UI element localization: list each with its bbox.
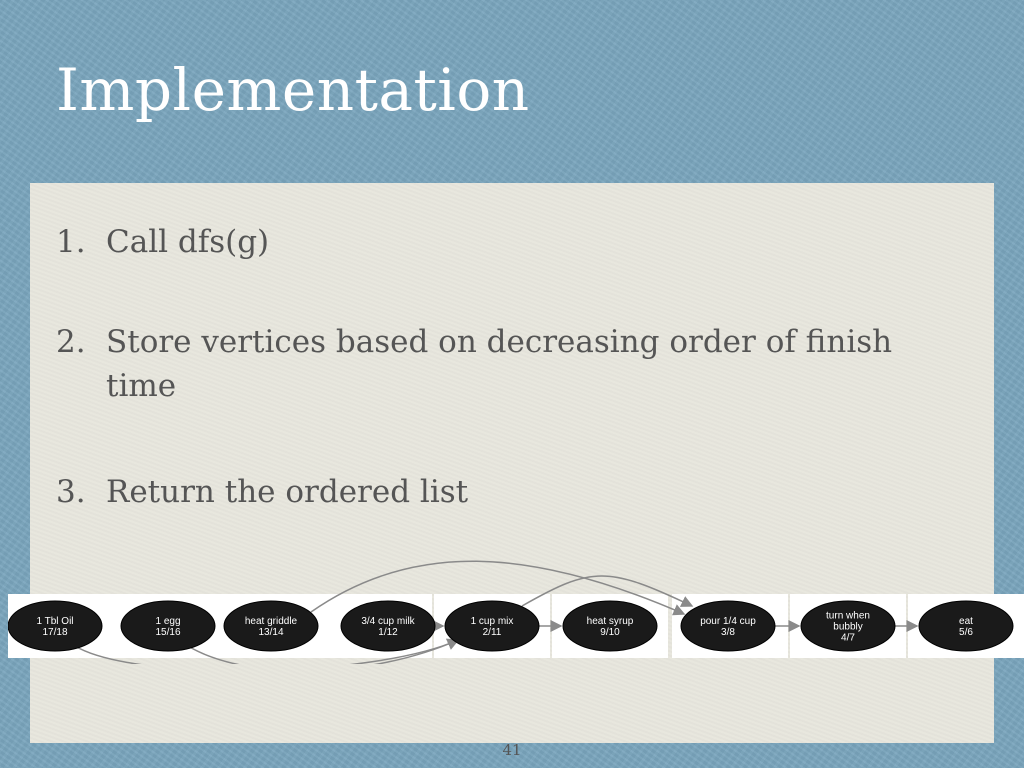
node-label: pour 1/4 cup: [700, 616, 756, 627]
edge-mix-to-pour: [521, 575, 694, 607]
node-shape: [918, 600, 1014, 652]
step-number: 3.: [56, 474, 86, 510]
step-number: 1.: [56, 224, 86, 260]
step-item: 3. Return the ordered list: [56, 470, 468, 514]
edge-griddle-to-pour: [310, 560, 686, 616]
node-label: 17/18: [42, 627, 67, 638]
node-shape: [800, 600, 896, 652]
step-text: Return the ordered list: [106, 474, 469, 510]
node-shape: [120, 600, 216, 652]
node-label: 3/4 cup milk: [361, 616, 415, 627]
step-item: 1. Call dfs(g): [56, 220, 269, 264]
node-label: 1 Tbl Oil: [36, 616, 73, 627]
node-label: 1/12: [378, 627, 398, 638]
node-shape: [444, 600, 540, 652]
node-label: turn when: [826, 611, 870, 622]
node-label: 2/11: [483, 627, 502, 638]
slide-title: Implementation: [56, 56, 530, 124]
node-label: heat griddle: [245, 616, 298, 627]
node-label: 9/10: [600, 627, 620, 638]
node-label: 5/6: [959, 627, 973, 638]
node-label: 1 cup mix: [471, 616, 514, 627]
node-shape: [562, 600, 658, 652]
step-text: Store vertices based on decreasing order…: [106, 324, 893, 404]
node-label: heat syrup: [587, 616, 634, 627]
step-text: Call dfs(g): [106, 224, 270, 260]
node-label: 13/14: [258, 627, 283, 638]
step-number: 2.: [56, 324, 86, 360]
node-label: 3/8: [721, 627, 735, 638]
node-shape: [8, 600, 103, 652]
node-shape: [223, 600, 319, 652]
node-shape: [680, 600, 776, 652]
node-label: bubbly: [833, 622, 862, 633]
edge-oil-to-mix: [74, 638, 460, 664]
node-label: 4/7: [841, 633, 855, 644]
page-number: 41: [502, 741, 522, 759]
node-label: 1 egg: [155, 616, 180, 627]
node-shape: [340, 600, 436, 652]
step-item: 2. Store vertices based on decreasing ord…: [56, 320, 936, 408]
node-label: 15/16: [155, 627, 180, 638]
node-label: eat: [959, 616, 973, 627]
edge-egg-to-mix: [187, 638, 460, 664]
